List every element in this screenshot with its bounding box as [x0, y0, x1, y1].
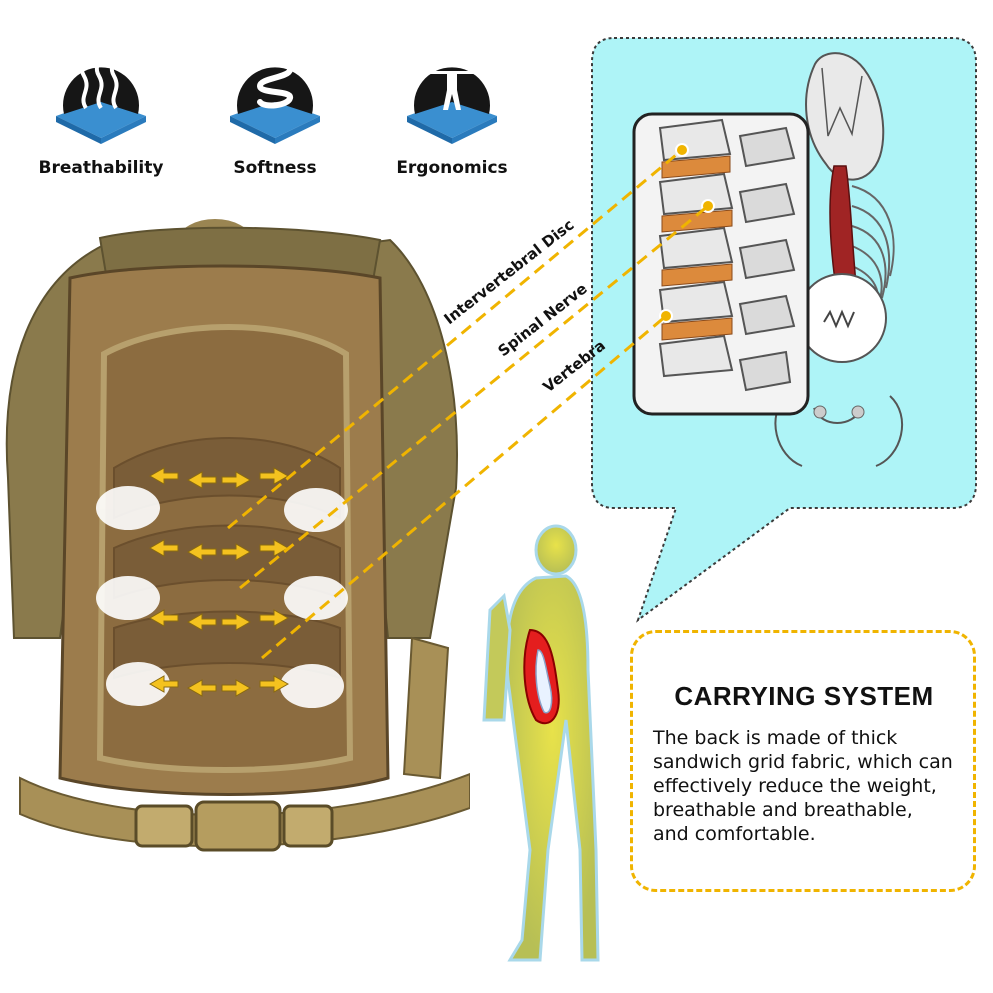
feature-ergonomics: Ergonomics [377, 38, 527, 178]
softness-icon [230, 60, 320, 144]
ribs [851, 185, 895, 317]
feature-softness: Softness [200, 38, 350, 178]
info-line: sandwich grid fabric, which can [653, 751, 953, 773]
human-figure [482, 524, 600, 962]
info-line: effectively reduce the weight, [653, 775, 937, 797]
airflow-arrows [148, 467, 290, 697]
feature-label: Breathability [38, 158, 164, 178]
info-line: breathable and breathable, [653, 799, 913, 821]
buckle [134, 800, 334, 852]
backpack [5, 219, 470, 852]
spine-callout [591, 37, 977, 623]
airflow-clouds [96, 486, 348, 708]
info-line: The back is made of thick [653, 727, 898, 749]
feature-label: Ergonomics [396, 158, 508, 178]
feature-label: Softness [233, 158, 317, 178]
info-text: The back is made of thick sandwich grid … [653, 726, 955, 846]
breathability-icon [56, 54, 146, 144]
info-line: and comfortable. [653, 823, 816, 845]
feature-breathability: Breathability [26, 38, 176, 178]
info-title: CARRYING SYSTEM [674, 681, 934, 711]
intervertebral-discs [661, 155, 733, 341]
ergonomics-icon [407, 57, 497, 144]
carrying-system-box: CARRYING SYSTEM The back is made of thic… [630, 630, 976, 892]
